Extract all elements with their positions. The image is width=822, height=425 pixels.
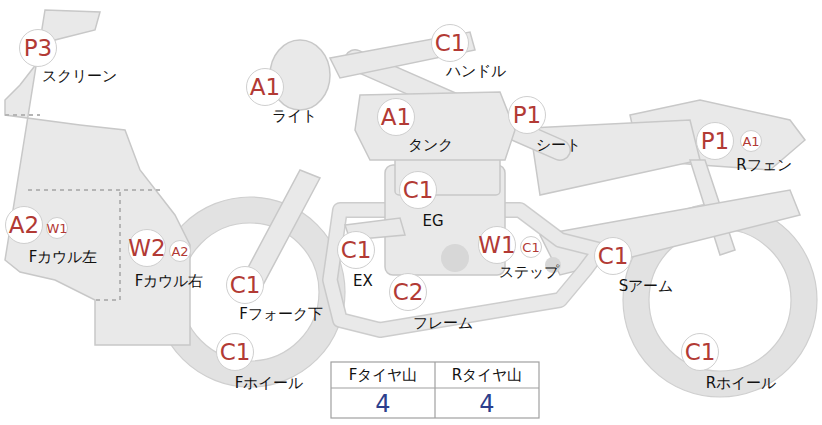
part-name: ライト [272,107,317,126]
callout-circle: W2Fカウル右 [128,229,166,267]
callout-code: W2 [129,230,165,266]
part-name: ハンドル [446,62,506,81]
callout-circle: A2 [169,240,191,262]
callout-circle: A1 [740,130,762,152]
callout-circle: P3スクリーン [19,29,57,67]
part-name: Rホイール [706,374,776,393]
part-name: Fホイール [235,374,304,393]
callout-code: C1 [521,237,541,257]
callout-code: C1 [217,334,253,370]
callout-code: A1 [247,69,283,105]
callout-circle: C1Sアーム [594,237,632,275]
callout-code: P1 [509,97,545,133]
table-header: Rタイヤ山 [452,366,522,385]
part-name: タンク [408,136,453,155]
callout-circle: C1EX [337,231,375,269]
callout-code: P1 [697,123,733,159]
callout-circle: A1ライト [246,68,284,106]
callout-code: A2 [6,207,42,243]
callout-code: W1 [479,227,515,263]
callout-circle: A2Fカウル左 [5,206,43,244]
callout-circle: C1 [520,236,542,258]
callout-circle: W1 [46,217,68,239]
callout-code: C1 [227,267,263,303]
part-name: Fカウル右 [135,272,204,291]
callout-code: A1 [378,99,414,135]
part-name: Fフォーク下 [239,305,323,324]
part-name: EG [422,212,443,230]
table-value: 4 [375,390,390,418]
callout-code: P3 [20,30,56,66]
part-name: EX [353,272,373,290]
callout-circle: C1EG [399,171,437,209]
part-name: Sアーム [619,277,674,296]
part-name: シート [536,136,581,155]
part-name: フレーム [413,314,473,333]
part-name: ステップ [499,263,559,282]
callout-code: C1 [682,334,718,370]
callout-circle: C1ハンドル [431,24,469,62]
table-value: 4 [479,390,494,418]
tyre-table [331,362,539,418]
callout-code: C1 [338,232,374,268]
callout-code: A1 [741,131,761,151]
callout-code: C1 [432,25,468,61]
part-name: Fカウル左 [29,248,98,267]
callout-circle: P1シート [508,96,546,134]
callout-code: W1 [47,218,67,238]
callout-code: C2 [390,274,426,310]
callout-code: C1 [595,238,631,274]
callout-code: C1 [400,172,436,208]
callout-circle: W1ステップ [478,226,516,264]
callout-circle: C2フレーム [389,273,427,311]
callout-circle: C1Fフォーク下 [226,266,264,304]
callout-circle: A1タンク [377,98,415,136]
part-name: Rフェン [736,156,791,175]
callout-circle: C1Fホイール [216,333,254,371]
table-header: Fタイヤ山 [349,366,418,385]
callout-code: A2 [170,241,190,261]
callout-circle: C1Rホイール [681,333,719,371]
callout-circle: P1Rフェン [696,122,734,160]
part-name: スクリーン [42,67,117,86]
